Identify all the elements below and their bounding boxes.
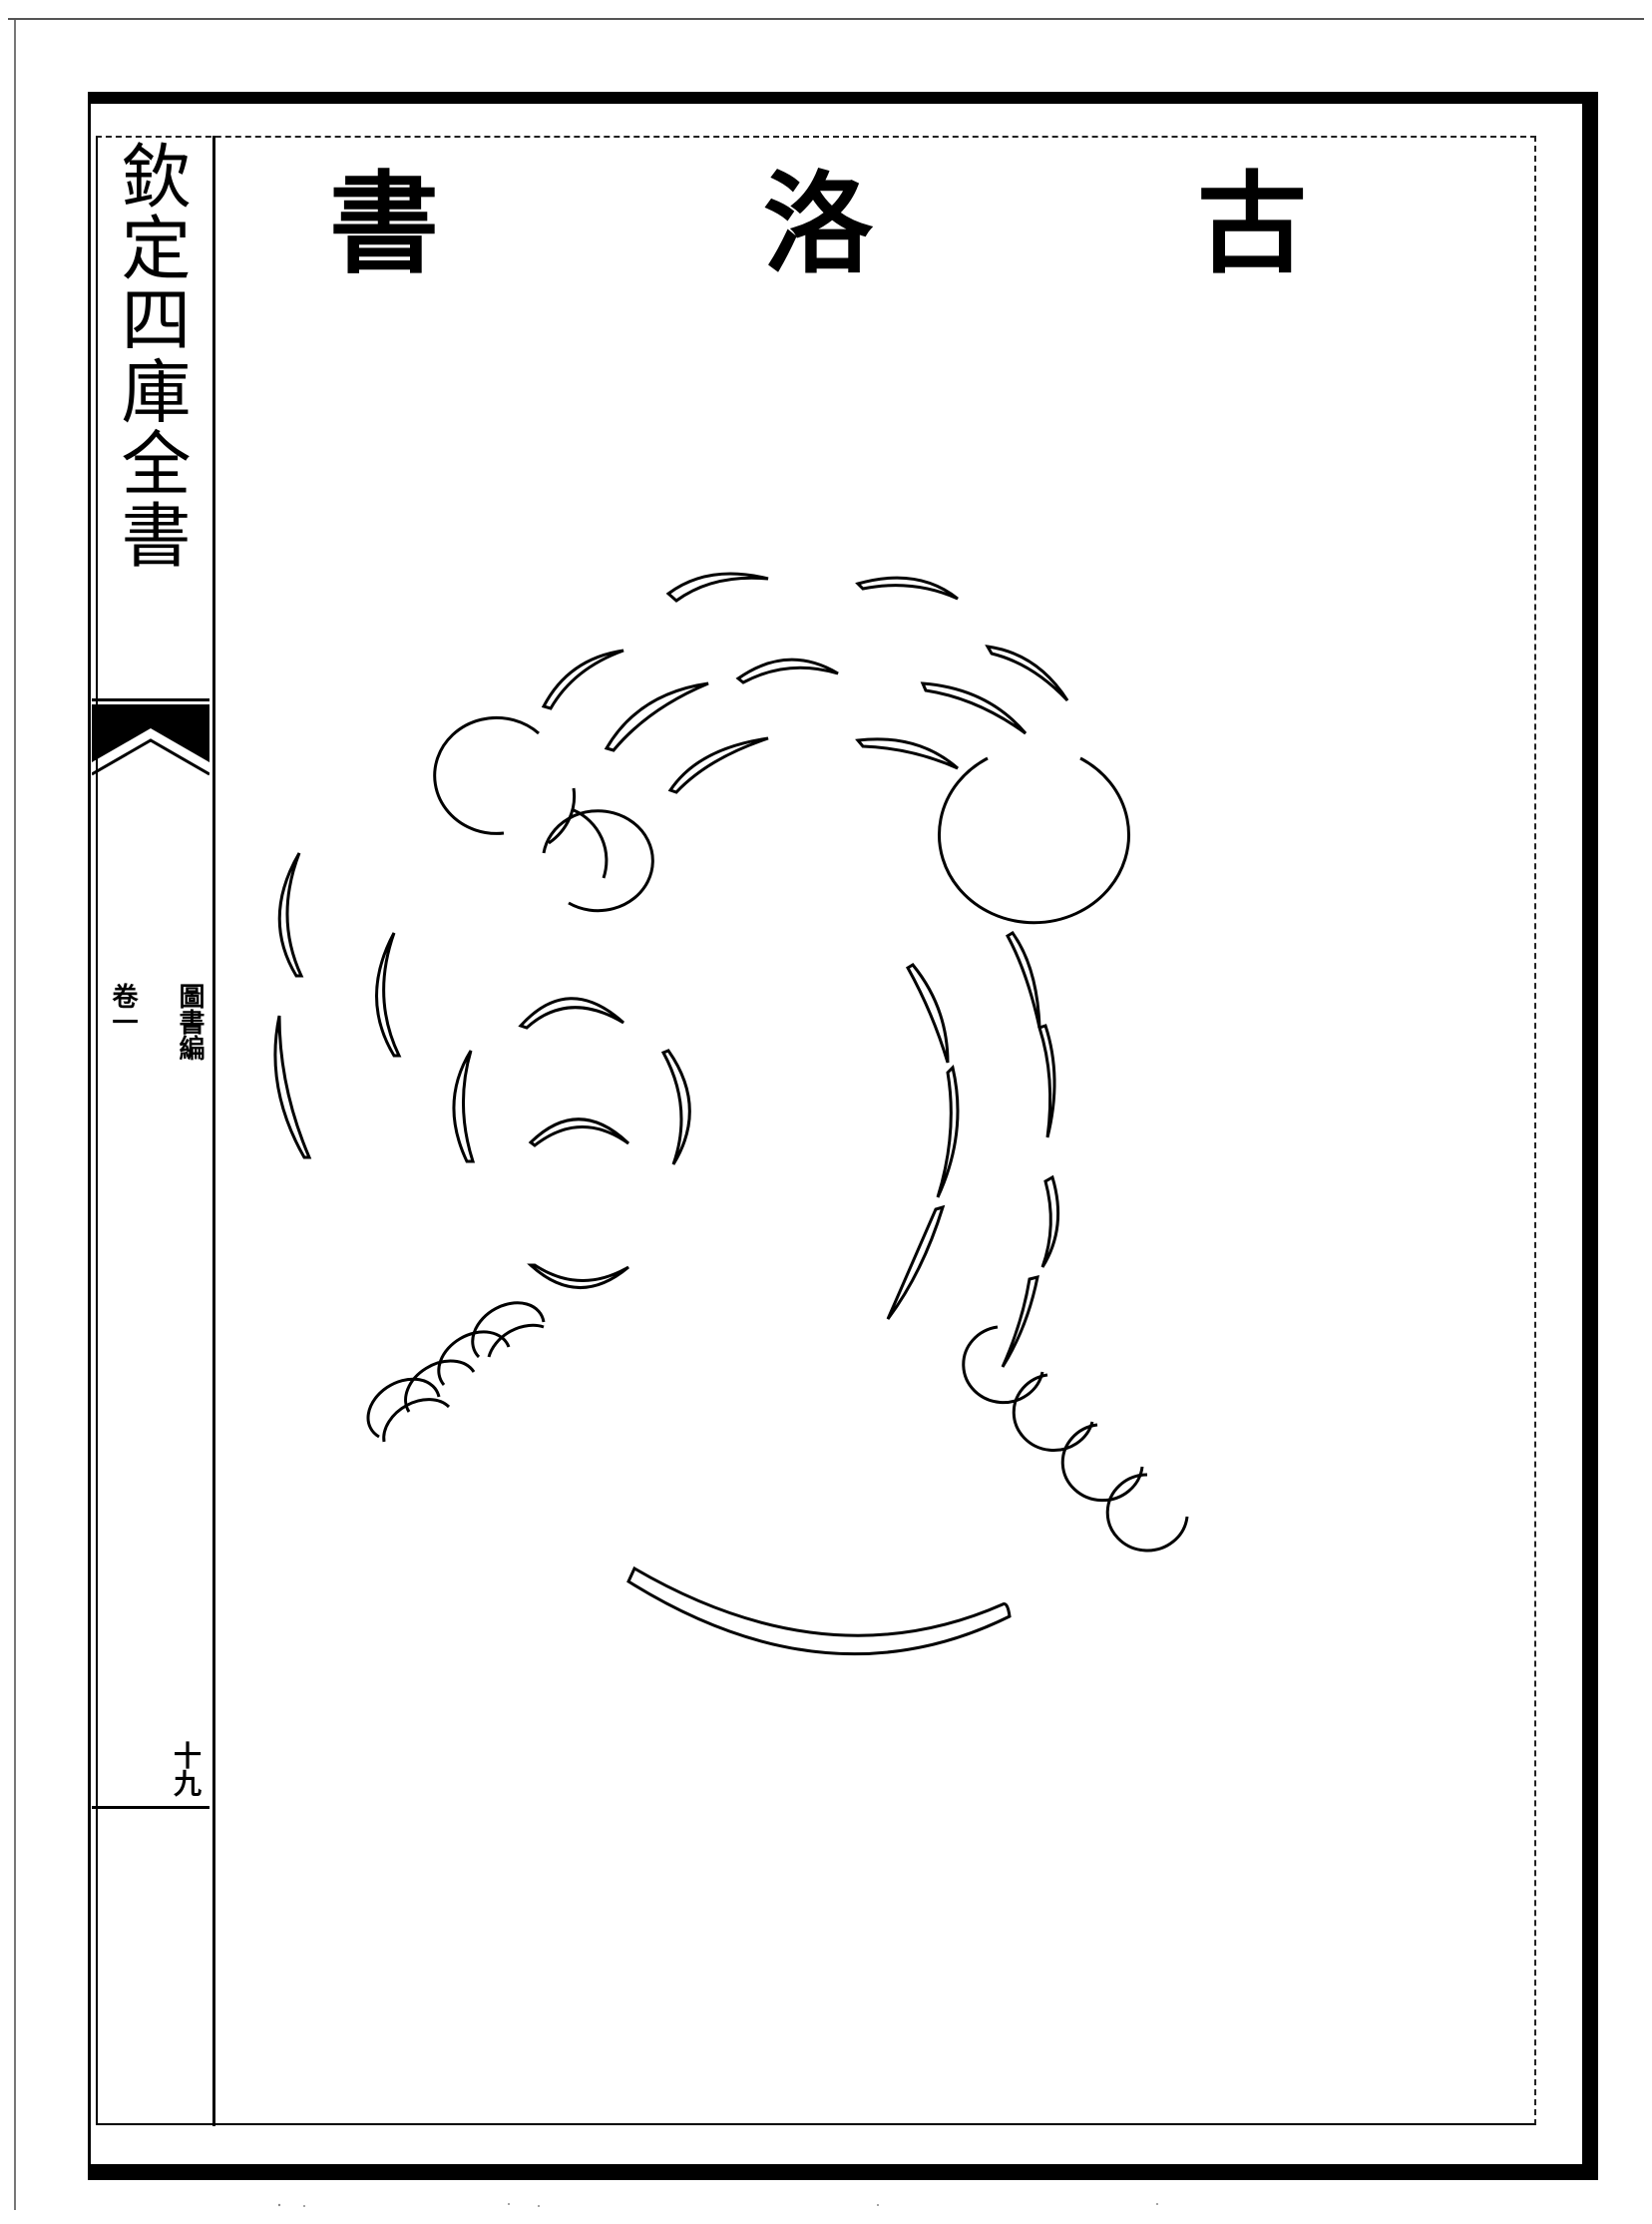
inner-frame (96, 136, 1536, 2125)
diagram-title: 古 洛 書 (329, 165, 1307, 284)
center-crescent-cluster (452, 997, 691, 1289)
page-edge (8, 18, 1644, 20)
title-char: 洛 (763, 160, 873, 288)
section-label: 圖書編 (175, 983, 205, 1061)
top-right-circle (938, 756, 1130, 925)
title-rule (92, 698, 209, 701)
bottom-right-circle-chain (962, 1325, 1189, 1553)
page-edge (14, 20, 16, 2210)
margin-column (88, 136, 215, 2126)
luoshu-diagram (273, 572, 1189, 1656)
collection-title: 欽定四庫全書 (110, 140, 192, 571)
top-left-circle-pair (433, 715, 654, 913)
bottom-rule (92, 1806, 209, 1809)
top-crescent-cluster (541, 572, 1069, 794)
left-crescent-cluster (273, 852, 402, 1159)
page-number: 十九 (170, 1741, 203, 1797)
right-crescent-cluster (886, 931, 1060, 1368)
volume-label: 卷一 (108, 983, 138, 1035)
title-char: 古 (1197, 160, 1307, 288)
fishtail-ornament (92, 704, 209, 776)
bottom-left-circle-chain (366, 1301, 546, 1443)
bottom-crescent (626, 1565, 1012, 1656)
scan-noise (277, 2203, 1158, 2207)
title-char: 書 (329, 160, 439, 288)
